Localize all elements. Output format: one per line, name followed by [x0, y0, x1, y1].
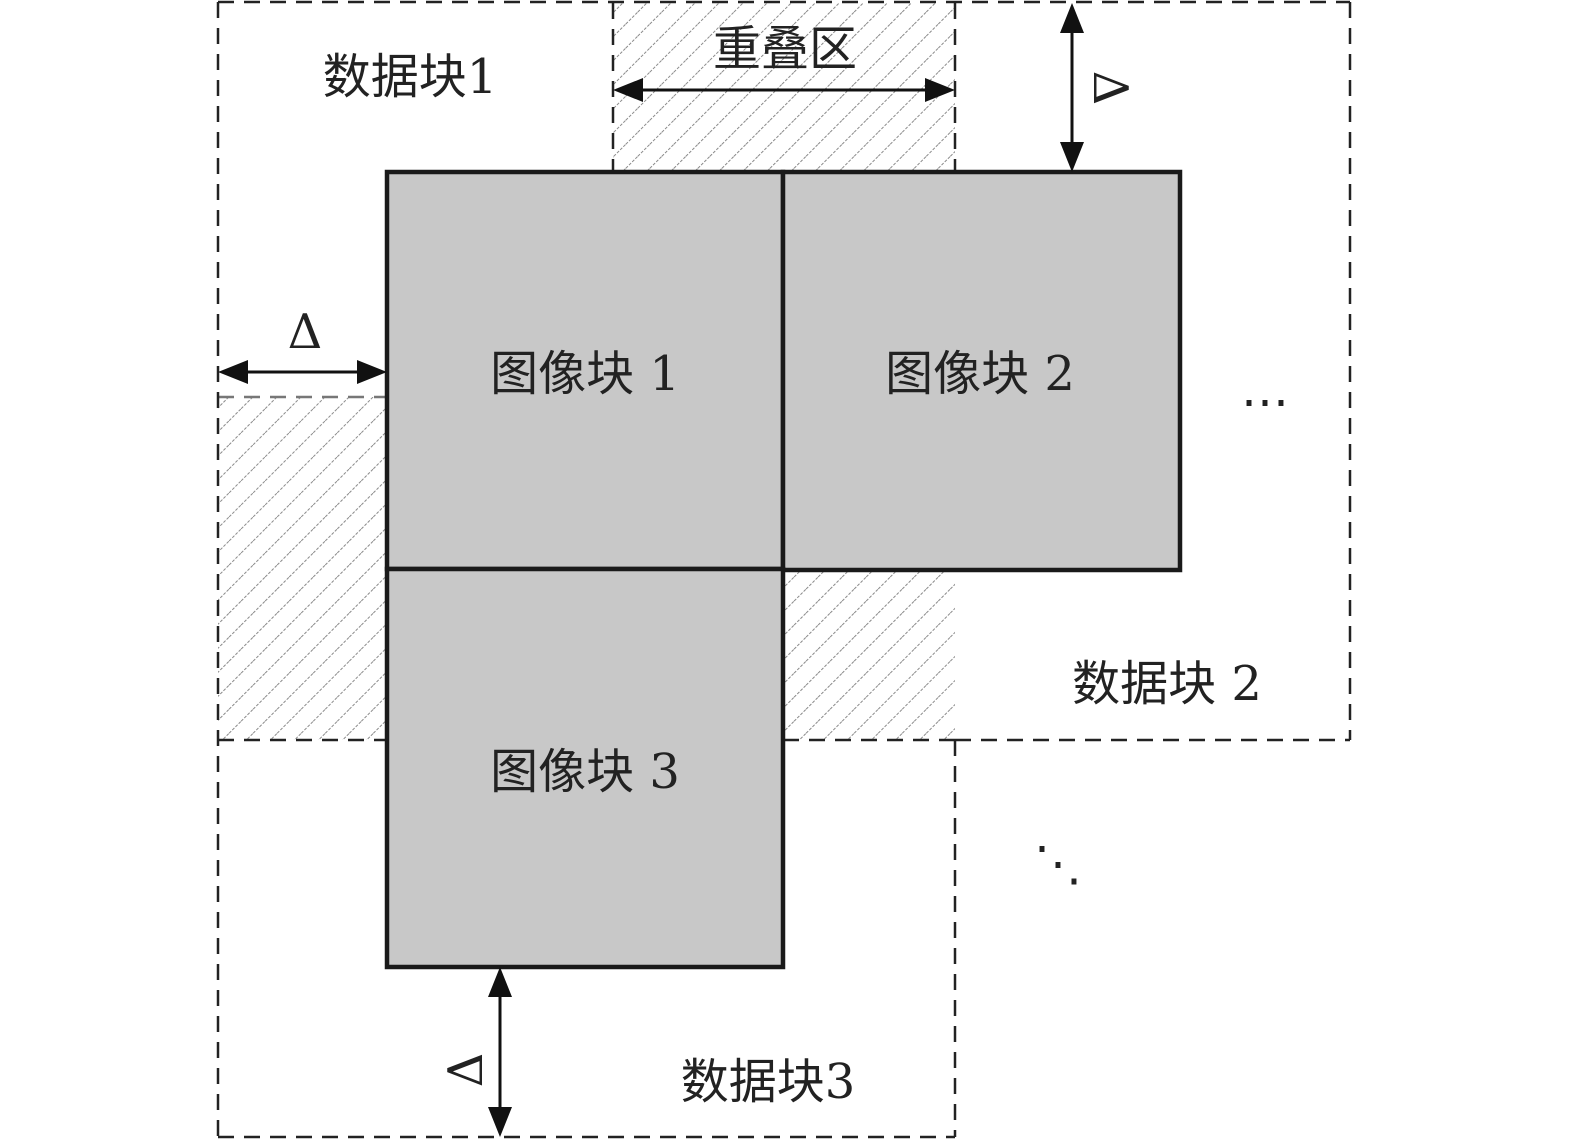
delta-arrow-bottom: [488, 967, 512, 1137]
image-block-3: [384, 566, 786, 970]
image-block-3-label: 图像块 3: [490, 744, 680, 800]
delta-arrow-left: [218, 360, 387, 384]
data-block-outlines: [216, 0, 1352, 1139]
overlap-region-bottom: [783, 570, 955, 740]
delta-left-label: Δ: [288, 304, 323, 360]
overlap-arrow: [613, 78, 955, 102]
image-block-1-label: 图像块 1: [490, 346, 680, 402]
data-block-1-label: 数据块1: [323, 49, 498, 105]
overlap-label: 重叠区: [713, 21, 857, 77]
data-block-2-label: 数据块 2: [1072, 656, 1262, 712]
overlap-region-left: [218, 397, 387, 740]
ellipsis-diagonal: ⋱: [1034, 836, 1082, 892]
image-block-1: [384, 169, 786, 572]
delta-bottom-label: Δ: [438, 1053, 494, 1088]
delta-top-right-label: Δ: [1082, 71, 1138, 106]
delta-arrow-top-right: [1060, 3, 1084, 172]
overlap-region-top: [613, 3, 955, 171]
image-block-2-label: 图像块 2: [885, 346, 1075, 402]
image-block-2: [780, 169, 1183, 573]
ellipsis-horizontal: ⋯: [1241, 374, 1289, 430]
data-block-3-label: 数据块3: [681, 1054, 856, 1110]
